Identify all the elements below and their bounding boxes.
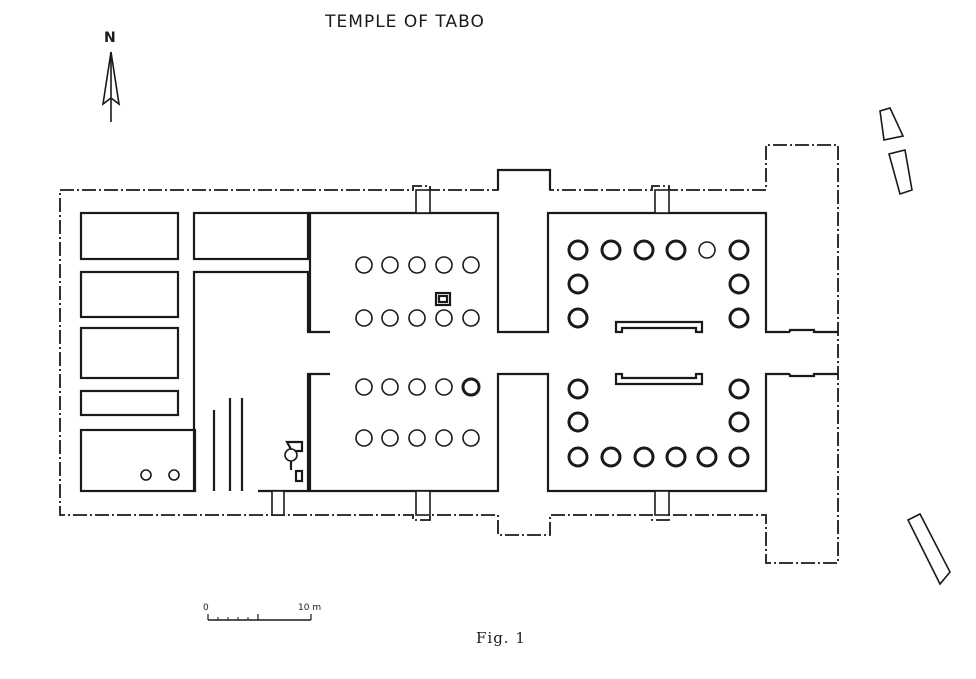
stone-fragments	[879, 107, 951, 586]
west-hall	[192, 270, 330, 516]
central-corridor	[496, 168, 790, 516]
outer-enclosure	[59, 144, 839, 564]
scale-bar	[207, 614, 312, 621]
scale-end-label: 10 m	[298, 603, 322, 613]
north-label: N	[104, 30, 116, 46]
north-arrow-icon	[101, 51, 121, 122]
assembly-hall-columns	[355, 256, 481, 447]
east-sanctum	[614, 320, 838, 386]
sanctum-columns	[567, 239, 750, 468]
assembly-hall	[308, 189, 520, 516]
scale-start-label: 0	[203, 603, 209, 613]
west-annex-rooms	[79, 211, 310, 493]
figure-caption: Fig. 1	[476, 629, 526, 647]
plan-title: TEMPLE OF TABO	[325, 12, 485, 32]
